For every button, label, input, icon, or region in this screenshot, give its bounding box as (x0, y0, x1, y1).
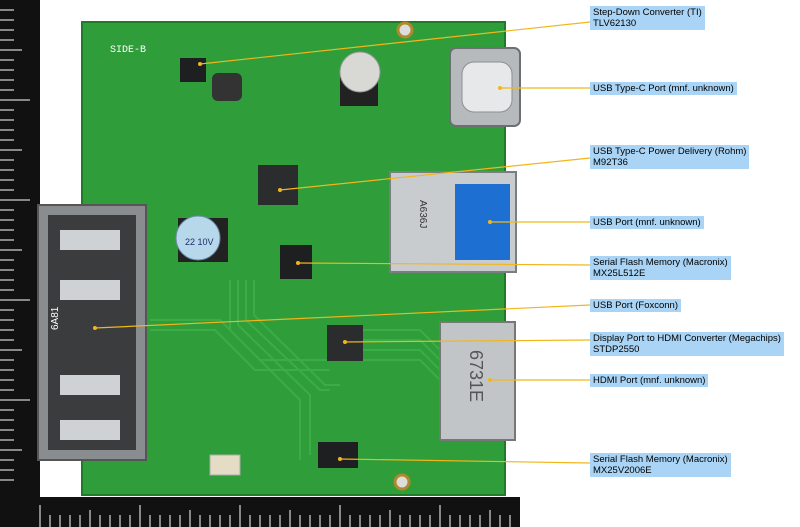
callout-name: USB Type-C Power Delivery (Rohm) (593, 146, 747, 157)
callout-name: Serial Flash Memory (Macronix) (593, 257, 728, 268)
hdmi-port-marking: 6731E (466, 350, 486, 402)
callout-name: USB Type-C Port (mnf. unknown) (593, 83, 734, 94)
ruler-left (0, 0, 40, 527)
hdmi-port: 6731E (439, 321, 516, 441)
callout-dp-to-hdmi-converter: Display Port to HDMI Converter (Megachip… (590, 332, 784, 356)
callout-name: USB Port (Foxconn) (593, 300, 678, 311)
callout-part: MX25L512E (593, 268, 646, 279)
callout-serial-flash-1: Serial Flash Memory (Macronix) MX25L512E (590, 256, 731, 280)
leader-lines (94, 21, 591, 464)
callout-name: USB Port (mnf. unknown) (593, 217, 701, 228)
silkscreen-side-label: SIDE-B (110, 45, 146, 56)
usb-port-marking: A636J (417, 200, 428, 228)
callout-serial-flash-2: Serial Flash Memory (Macronix) MX25V2006… (590, 453, 731, 477)
callout-part: STDP2550 (593, 344, 640, 355)
callout-step-down-converter: Step-Down Converter (TI) TLV62130 (590, 6, 705, 30)
capacitor-marking: 22 10V (185, 237, 214, 247)
callout-name: Display Port to HDMI Converter (Megachip… (593, 333, 781, 344)
callout-usb-port-unknown: USB Port (mnf. unknown) (590, 216, 704, 229)
callout-part: MX25V2006E (593, 465, 652, 476)
ruler-bottom (0, 497, 520, 527)
usb-c-port (449, 47, 521, 127)
callout-usb-c-port: USB Type-C Port (mnf. unknown) (590, 82, 737, 95)
leader-dots (93, 62, 502, 461)
callout-part: M92T36 (593, 157, 628, 168)
mounting-holes (393, 21, 414, 491)
small-connector (209, 454, 241, 476)
callout-name: HDMI Port (mnf. unknown) (593, 375, 706, 386)
callout-hdmi-port: HDMI Port (mnf. unknown) (590, 374, 709, 387)
callout-usb-c-power-delivery: USB Type-C Power Delivery (Rohm) M92T36 (590, 145, 750, 169)
dp-silkscreen-code: 6A81 (50, 306, 61, 330)
callout-usb-port-foxconn: USB Port (Foxconn) (590, 299, 681, 312)
callout-name: Step-Down Converter (TI) (593, 7, 702, 18)
electrolytic-capacitor: 22 10V (175, 215, 228, 262)
callout-name: Serial Flash Memory (Macronix) (593, 454, 728, 465)
pcb-traces (150, 280, 441, 460)
displayport-connector: 6A81 (37, 204, 147, 461)
callout-part: TLV62130 (593, 18, 637, 29)
